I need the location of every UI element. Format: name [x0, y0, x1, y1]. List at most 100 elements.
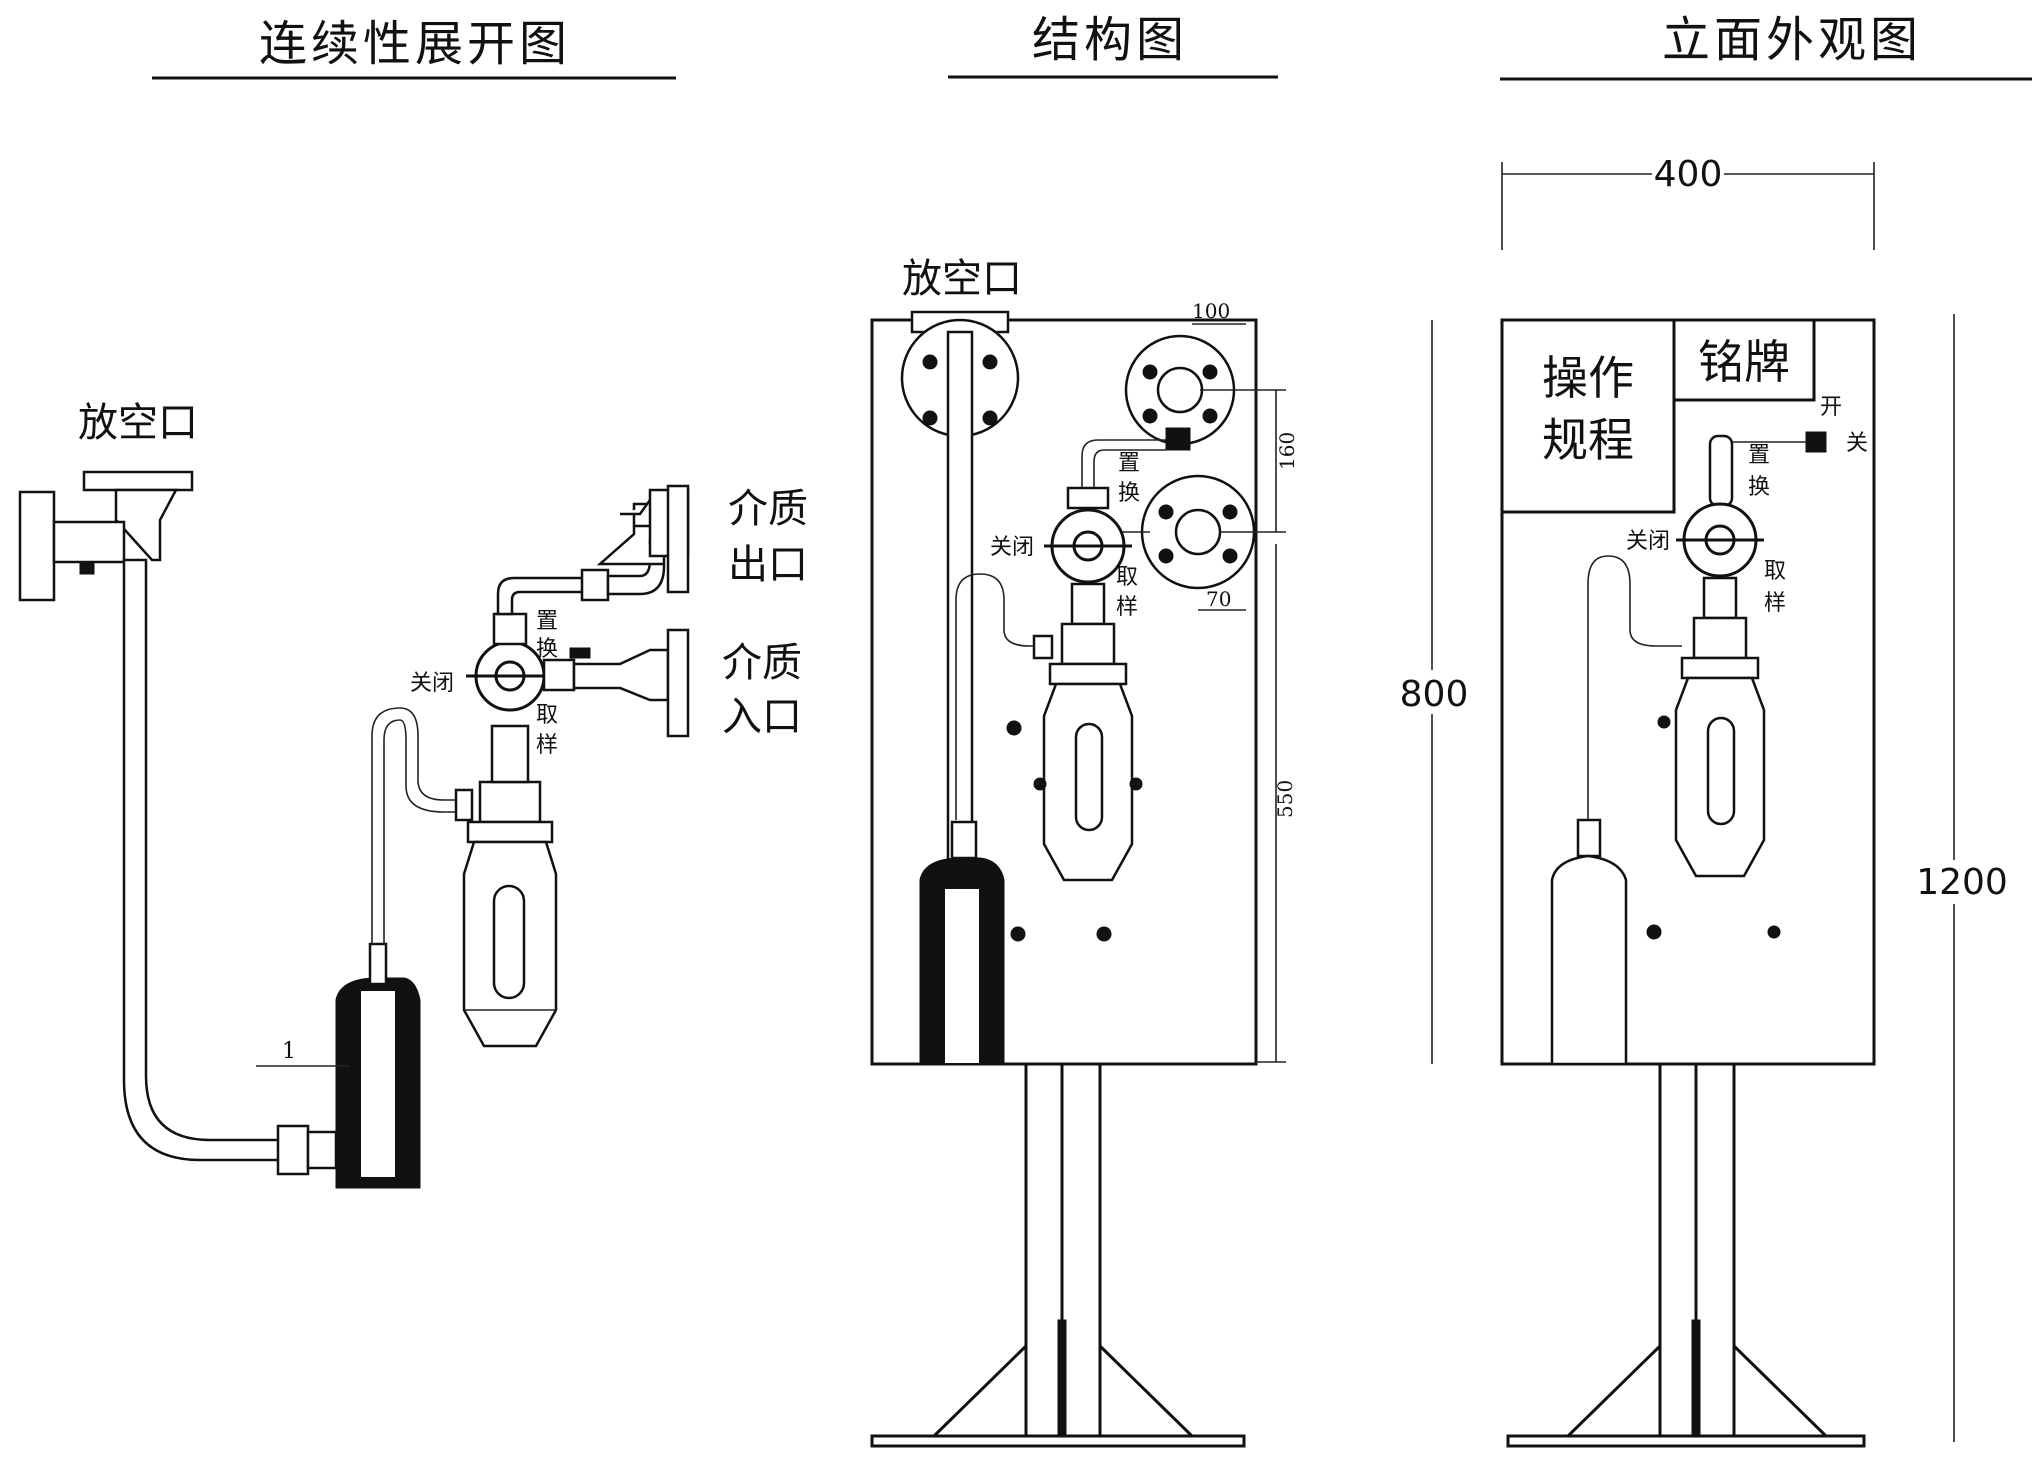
inlet-valve-body: [542, 658, 576, 692]
structure-sample-tube: [955, 573, 1052, 820]
bolt: [1222, 504, 1238, 520]
sample-tube-outer: [371, 707, 460, 944]
dim-160: 160: [1275, 432, 1299, 470]
dim-400-bg: [1652, 152, 1724, 192]
switch-block: [1805, 431, 1827, 453]
bottle-collar: [466, 820, 554, 844]
structure-inlet-bore: [1174, 508, 1222, 556]
bolt: [922, 410, 938, 426]
elevation-sample-1: 取: [1764, 559, 1786, 584]
expanded-title-text: 连续性展开图: [259, 16, 571, 72]
vent-pipe: [122, 558, 292, 1162]
elevation-purge-1: 置: [1748, 443, 1770, 468]
structure-outlet-tube: [1081, 439, 1166, 488]
elevation-view: 400 800 1200 操作 规程 铭牌 开 关 关闭 置 换 取 样: [1396, 152, 2008, 1448]
nameplate-panel: [1672, 318, 1816, 402]
structure-sample-fitting: [1070, 582, 1106, 626]
elevation-stand-braces: [1566, 1344, 1828, 1438]
dim-1200: 1200: [1916, 862, 2008, 903]
bolt: [922, 354, 938, 370]
vent-reducer: [114, 488, 179, 562]
bottle-cap: [478, 780, 542, 824]
structure-view: 放空口 关闭 置: [870, 256, 1299, 1448]
vent-side-nut: [79, 561, 95, 575]
expanded-sample-2: 样: [536, 733, 558, 758]
bolt: [1142, 364, 1158, 380]
mount-bolt: [1006, 720, 1022, 736]
close-switch-label: 关: [1846, 431, 1868, 456]
structure-sample-connector: [1032, 634, 1054, 660]
structure-purge-1: 置: [1118, 451, 1140, 476]
open-label: 开: [1820, 395, 1842, 420]
dim-100: 100: [1192, 299, 1230, 323]
expanded-purge-1: 置: [536, 609, 558, 634]
mount-bolt: [1646, 924, 1662, 940]
bolt: [1222, 548, 1238, 564]
elevation-purge-2: 换: [1748, 475, 1770, 500]
structure-filter-cap: [950, 820, 978, 860]
outlet-label-1: 介质: [728, 486, 808, 532]
structure-stand-braces: [932, 1344, 1194, 1438]
outlet-union: [580, 568, 610, 602]
elevation-filter: [1550, 854, 1628, 1066]
sample-tube-connector: [454, 788, 474, 822]
dim-70: 70: [1206, 587, 1231, 611]
mount-bolt: [1129, 777, 1143, 791]
dim-550: 550: [1273, 780, 1297, 818]
elevation-sample-2: 样: [1764, 591, 1786, 616]
vent-top-flange: [82, 470, 194, 492]
structure-vent-label: 放空口: [902, 256, 1022, 302]
mount-bolt: [1096, 926, 1112, 942]
bolt: [1158, 548, 1174, 564]
expanded-view: 放空口 1 关闭 置 换: [18, 400, 808, 1189]
mount-bolt: [1657, 715, 1671, 729]
structure-sample-1: 取: [1116, 565, 1138, 590]
elevation-base-plate: [1506, 1434, 1866, 1448]
valve-stem-lower: [490, 724, 530, 784]
outlet-stub: [596, 526, 664, 566]
sample-tube-inner: [383, 719, 460, 944]
valve-stem-upper: [492, 612, 528, 646]
expanded-vent-label: 放空口: [78, 400, 198, 446]
mount-bolt: [1010, 926, 1026, 942]
bottle-sight-glass: [492, 884, 526, 1000]
panel-expanded-title: 连续性展开图: [152, 16, 676, 80]
structure-sample-2: 样: [1116, 595, 1138, 620]
structure-outlet-bore: [1156, 366, 1204, 414]
nameplate-label: 铭牌: [1698, 335, 1790, 389]
elevation-sample-tube: [1587, 555, 1682, 850]
dim-800-bg: [1396, 670, 1472, 714]
structure-purge-2: 换: [1118, 481, 1140, 506]
panel-structure-title: 结构图: [948, 12, 1278, 79]
elevation-close-label: 关闭: [1626, 529, 1670, 554]
elevation-stand-rib: [1691, 1319, 1701, 1441]
structure-bottle-cap: [1060, 622, 1116, 666]
filter-inlet-fitting: [368, 942, 388, 986]
inlet-flange: [666, 628, 690, 738]
structure-close-label: 关闭: [990, 535, 1034, 560]
structure-bottle-collar: [1048, 662, 1128, 686]
bolt: [982, 410, 998, 426]
procedure-label-2: 规程: [1542, 413, 1634, 467]
bolt: [1142, 408, 1158, 424]
expanded-sample-1: 取: [536, 703, 558, 728]
filter-inner-tube: [359, 989, 397, 1179]
elevation-filter-cap: [1576, 818, 1602, 858]
bolt: [1202, 364, 1218, 380]
bolt: [982, 354, 998, 370]
elevation-bottle-cap: [1692, 616, 1748, 660]
vent-pipe-fitting: [306, 1130, 338, 1170]
elevation-title-text: 立面外观图: [1662, 12, 1922, 68]
dim-400: 400: [1654, 154, 1723, 195]
structure-bottle-sight: [1074, 722, 1104, 832]
dim-1200-bg: [1912, 860, 2008, 904]
elevation-bottle-collar: [1680, 656, 1760, 680]
expanded-close-label: 关闭: [410, 671, 454, 696]
elevation-sample-fitting: [1702, 576, 1738, 620]
bolt: [1158, 504, 1174, 520]
procedure-label-1: 操作: [1542, 351, 1634, 405]
vent-pipe-union: [276, 1124, 310, 1176]
expanded-purge-2: 换: [536, 637, 558, 662]
panel-elevation-title: 立面外观图: [1500, 12, 2032, 81]
